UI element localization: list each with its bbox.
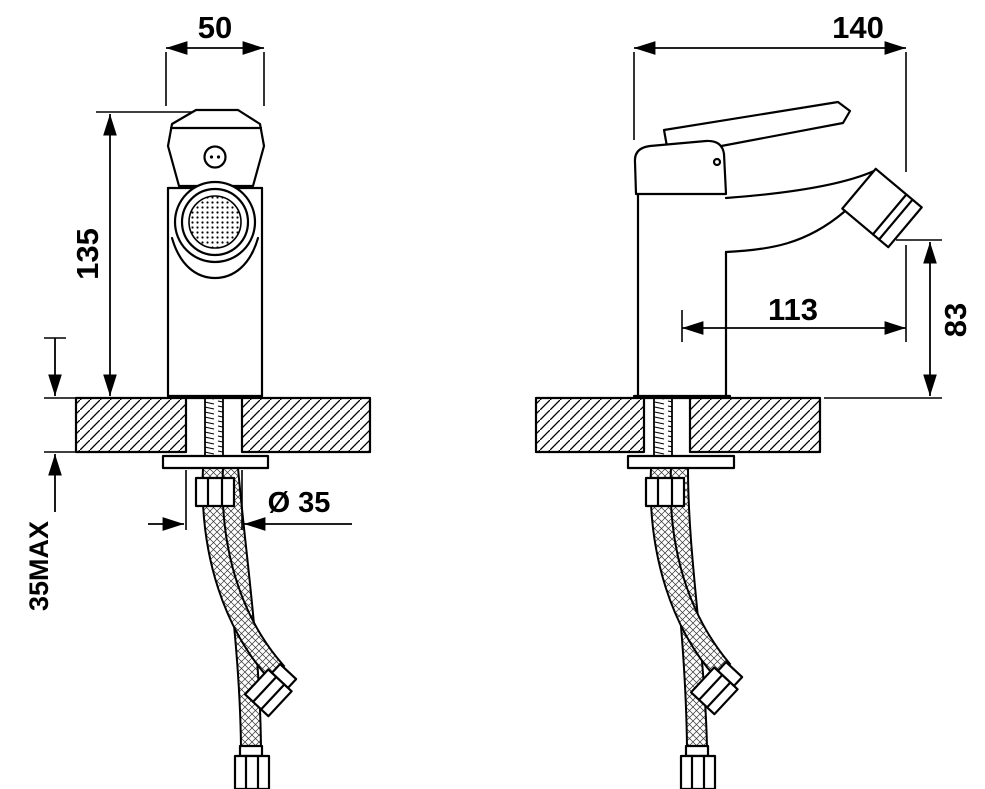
dim-label-depth: 140: [832, 10, 884, 45]
dimension-hole-diameter: Ø 35: [148, 470, 352, 531]
dim-label-counter-thickness: 35MAX: [24, 521, 54, 611]
hose-fitting-side-2: [689, 661, 744, 716]
dim-label-spout-height: 83: [938, 303, 973, 337]
dim-label-hole-diameter: Ø 35: [268, 487, 331, 519]
side-view: 140 113 83: [534, 10, 973, 789]
counter-hatch-left-side: [536, 398, 644, 452]
aerator-inner-ring: [180, 187, 250, 257]
dim-label-height: 135: [70, 228, 105, 280]
aerator-head-side: [841, 167, 923, 249]
faucet-body-side: [632, 100, 923, 398]
handle-screw-front: [203, 145, 227, 169]
front-view: 50 135 Ø 35 35MAX: [24, 10, 372, 789]
dimension-height-135: 135: [70, 111, 192, 396]
dimension-depth-140: 140: [633, 10, 907, 172]
handle-set-screw: [712, 157, 722, 167]
countertop-front: [74, 396, 372, 454]
spout-tip-front: [170, 236, 260, 280]
dim-label-width: 50: [198, 10, 232, 45]
mounting-nut-side: [644, 476, 686, 508]
aerator-mesh: [188, 195, 242, 249]
hose-fitting-front-1: [233, 744, 271, 789]
handle-base-side: [633, 139, 728, 196]
counter-hatch-right: [242, 398, 370, 452]
dimension-reach-113: 113: [681, 245, 907, 342]
counter-hatch-left: [76, 398, 186, 452]
faucet-body-front: [166, 108, 266, 398]
hose-fitting-side-1: [679, 744, 717, 789]
hose-fitting-front-2: [243, 663, 298, 718]
dimension-width-50: 50: [165, 10, 265, 106]
countertop-side: [534, 396, 822, 454]
dimension-spout-height-83: 83: [824, 239, 973, 399]
spout-bottom-line: [724, 210, 846, 254]
dim-label-reach: 113: [768, 292, 818, 327]
counter-hatch-right-side: [690, 398, 820, 452]
mounting-plate-front: [161, 454, 270, 470]
dimension-counter-thickness: 35MAX: [24, 337, 80, 611]
spout-top-line: [724, 169, 876, 200]
mounting-plate-side: [626, 454, 736, 470]
supply-hoses-side: [649, 467, 744, 789]
supply-hoses-front: [201, 467, 298, 789]
mounting-nut-front: [194, 476, 236, 508]
